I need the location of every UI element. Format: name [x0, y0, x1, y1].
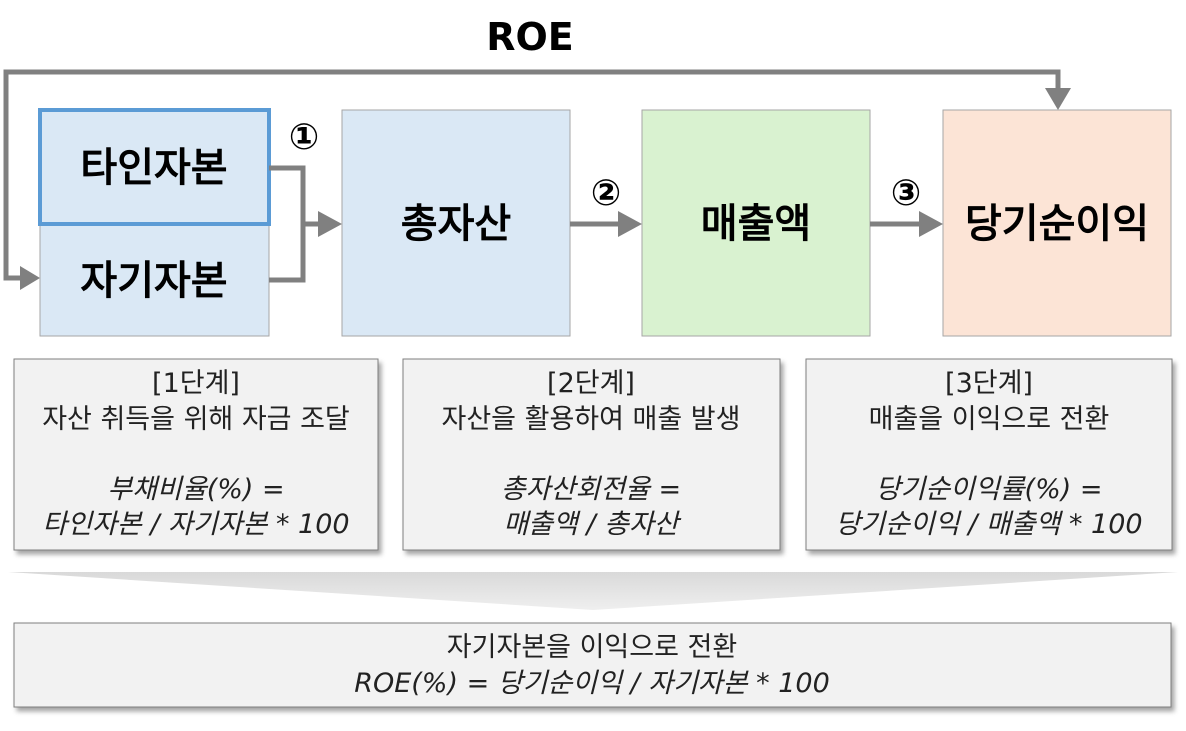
- step3-arrowhead: [919, 211, 943, 237]
- summary-funnel: [8, 572, 1178, 610]
- roe-loop-arrowhead-down: [1045, 88, 1071, 110]
- summary-description: 자기자본을 이익으로 전환: [447, 632, 737, 663]
- foreign-capital-label: 타인자본: [80, 145, 227, 191]
- diagram-title: ROE: [486, 15, 574, 59]
- step3-marker: ③: [891, 173, 921, 214]
- step3-description: 매출을 이익으로 전환: [869, 404, 1110, 435]
- step2-description: 자산을 활용하여 매출 발생: [442, 404, 741, 435]
- step3-box: [805, 358, 1173, 551]
- net-income-label: 당기순이익: [965, 201, 1149, 247]
- step3-heading: [3단계]: [945, 368, 1033, 399]
- step1-box: [13, 358, 379, 551]
- roe-loop-line: [3, 69, 1061, 281]
- revenue-box: [641, 109, 871, 337]
- step1-formula-expr: 타인자본 / 자기자본 * 100: [42, 509, 349, 540]
- step2-heading: [2단계]: [547, 368, 635, 399]
- step1-description: 자산 취득을 위해 자금 조달: [42, 404, 350, 435]
- equity-capital-connector: [269, 224, 306, 283]
- step3-formula-expr: 당기순이익 / 매출액 * 100: [835, 509, 1142, 540]
- step2-formula-name: 총자산회전율 =: [501, 474, 681, 505]
- equity-capital-box: [39, 223, 270, 337]
- step1-heading: [1단계]: [152, 368, 240, 399]
- summary-formula: ROE(%) = 당기순이익 / 자기자본 * 100: [354, 668, 830, 699]
- summary-box: [13, 622, 1172, 708]
- revenue-label: 매출액: [701, 201, 811, 247]
- step2-formula-expr: 매출액 / 총자산: [503, 509, 681, 540]
- step3-formula-name: 당기순이익률(%) =: [876, 474, 1103, 505]
- step1-marker: ①: [289, 117, 319, 158]
- roe-loop-arrowhead-right: [20, 266, 40, 290]
- step1-formula-name: 부채비율(%) =: [107, 474, 284, 505]
- foreign-capital-connector: [269, 165, 306, 224]
- total-assets-label: 총자산: [401, 201, 512, 247]
- step2-arrowhead: [618, 211, 642, 237]
- step2-marker: ②: [591, 173, 621, 214]
- step2-box: [402, 358, 781, 551]
- step1-arrowhead: [318, 211, 342, 237]
- equity-capital-label: 자기자본: [80, 258, 227, 304]
- foreign-capital-box: [38, 108, 271, 226]
- total-assets-box: [341, 109, 571, 337]
- net-income-box: [942, 109, 1172, 337]
